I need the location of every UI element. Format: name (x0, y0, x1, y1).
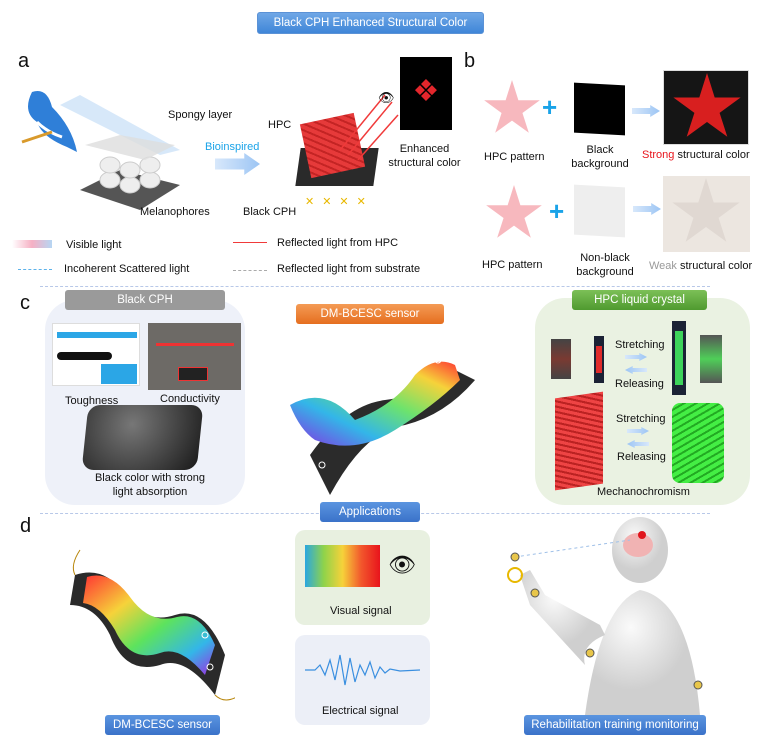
black-cph-label: Black CPH (243, 206, 297, 218)
hpc-liquid-crystal-header: HPC liquid crystal (572, 290, 707, 310)
enhanced-structural-color-label: Enhanced structural color (388, 143, 461, 169)
visible-light-legend-icon (12, 240, 52, 248)
strong-rest: structural color (674, 149, 750, 161)
hpc-pattern-label: HPC pattern (482, 259, 543, 271)
reflected-hpc-legend-icon (233, 242, 267, 243)
spongy-layer-illustration (80, 135, 180, 210)
arrow-icon (632, 105, 660, 117)
black-background-square (574, 82, 625, 136)
toughness-label: Toughness (65, 395, 119, 407)
blue-jay-bird-illustration (21, 91, 77, 152)
panel-d-letter: d (20, 515, 32, 537)
applications-header: Applications (320, 502, 420, 522)
section-divider (40, 286, 710, 287)
panel-a-letter: a (18, 50, 30, 72)
electrical-waveform (305, 654, 420, 686)
red-helix-model (555, 391, 603, 491)
plus-icon: + (549, 196, 565, 226)
nonblack-background-label: Non-black background (576, 252, 634, 278)
panel-c-letter: c (20, 292, 30, 314)
chinese-knot-image: ❖ (400, 57, 452, 130)
conductivity-label: Conductivity (160, 393, 220, 405)
legend-reflected-hpc: Reflected light from HPC (277, 237, 399, 249)
bioinspired-label: Bioinspired (205, 141, 260, 153)
color-spectrum-bar (305, 545, 380, 587)
hpc-star-pattern (484, 80, 540, 133)
dm-bcesc-sensor-illustration (290, 356, 475, 495)
dm-bcesc-sensor-label: DM-BCESC sensor (105, 715, 220, 735)
green-film-photo (700, 335, 722, 383)
plus-icon: + (542, 92, 558, 122)
visual-signal-label: Visual signal (330, 605, 392, 617)
legend-reflected-substrate: Reflected light from substrate (277, 263, 421, 275)
eye-icon: 👁 (388, 552, 416, 577)
wearable-sensor-illustration (70, 549, 235, 701)
stretched-strip (672, 321, 686, 395)
melanophores-label: Melanophores (140, 206, 210, 218)
reflected-light-arrows (340, 94, 399, 160)
eye-icon: 👁 (378, 90, 395, 105)
conductivity-photo (148, 323, 241, 390)
electrical-signal-box (295, 635, 430, 725)
stretching-label: Stretching (616, 413, 666, 425)
incoherent-legend-icon (18, 269, 52, 270)
red-film-photo (551, 339, 571, 379)
green-helix-model (672, 403, 724, 483)
hpc-label: HPC (268, 119, 292, 131)
strong-color-photo (663, 70, 749, 145)
mechanochromism-label: Mechanochromism (597, 486, 690, 498)
rehabilitation-label: Rehabilitation training monitoring (524, 715, 706, 735)
title-label: Black CPH Enhanced Structural Color (257, 12, 484, 34)
bioinspired-arrow (215, 153, 260, 175)
stretch-arrow (625, 353, 647, 361)
legend-visible-light: Visible light (66, 239, 122, 251)
releasing-label: Releasing (615, 378, 664, 390)
legend-incoherent: Incoherent Scattered light (64, 263, 190, 275)
arrow-icon (633, 203, 661, 215)
stretch-arrow (627, 427, 649, 435)
black-cph-block (81, 405, 204, 470)
weak-structural-color-label: Weak structural color (649, 259, 752, 273)
hpc-star-pattern (486, 185, 542, 238)
weak-rest: structural color (676, 260, 753, 272)
black-cph-header: Black CPH (65, 290, 225, 310)
releasing-label: Releasing (617, 451, 666, 463)
stretching-label: Stretching (615, 339, 665, 351)
weak-word: Weak (649, 260, 677, 272)
reflected-substrate-legend-icon (233, 270, 267, 271)
toughness-photo (52, 323, 140, 386)
spongy-layer-label: Spongy layer (168, 109, 233, 121)
visible-light-beam (60, 95, 180, 155)
panel-b-letter: b (464, 50, 476, 72)
hpc-pattern-label: HPC pattern (484, 151, 545, 163)
electrical-signal-label: Electrical signal (322, 705, 399, 717)
weak-color-photo (663, 176, 750, 252)
unstretched-strip (594, 336, 604, 383)
nonblack-background-square (574, 184, 625, 238)
dm-bcesc-sensor-header: DM-BCESC sensor (296, 304, 444, 324)
blocked-light-marks: ✕✕✕✕ (305, 196, 374, 208)
strong-word: Strong (642, 149, 675, 161)
human-figure-illustration (507, 517, 703, 715)
black-background-label: Black background (571, 144, 629, 170)
black-color-label: Black color with strong light absorption (94, 472, 206, 498)
strong-structural-color-label: Strong structural color (642, 148, 750, 162)
